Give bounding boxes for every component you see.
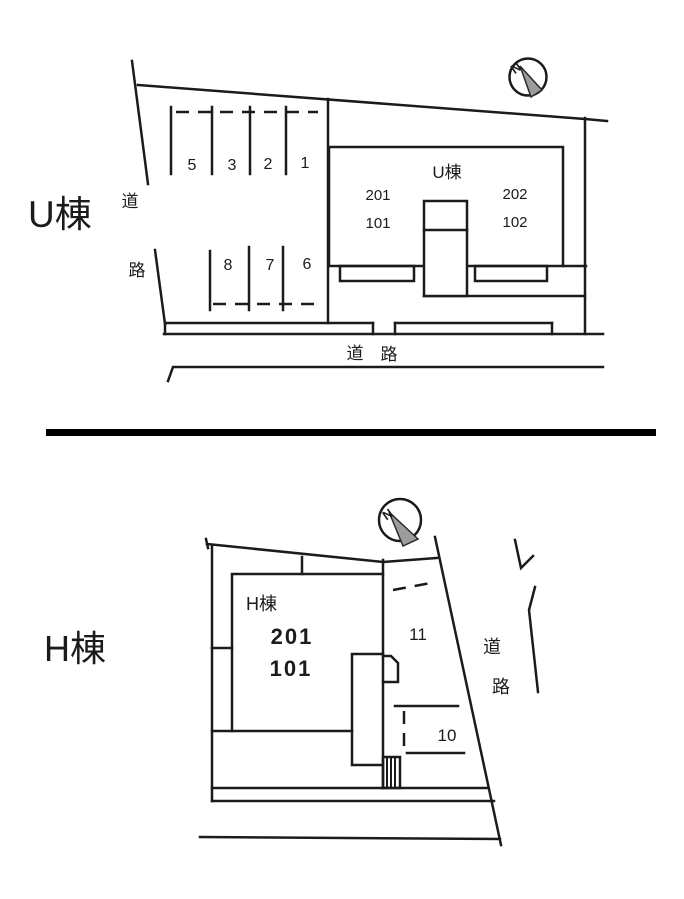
u-parking-space-label: 7 (266, 257, 275, 274)
u-parking-space-label: 8 (224, 257, 233, 274)
u-balcony-right (473, 264, 549, 283)
u-compass: N (508, 57, 548, 99)
h-parking-space-label: 11 (409, 625, 427, 644)
u-parking-space-label: 5 (188, 157, 197, 174)
h-parking-space-label: 10 (438, 726, 457, 745)
h-stairs (381, 755, 402, 790)
u-walkway-strip (163, 321, 554, 336)
u-road-bottom-char2: 路 (381, 345, 398, 364)
h-compass: N (377, 497, 423, 548)
u-stair-tower (422, 199, 469, 298)
u-parking-space-label: 2 (264, 156, 273, 173)
u-plan-title: U棟 (28, 194, 92, 235)
u-road-bottom-char1: 道 (347, 344, 364, 363)
h-unit-label-101: 101 (270, 656, 313, 681)
h-building-label: H棟 (246, 594, 277, 614)
u-parking-space-label: 6 (303, 256, 312, 273)
u-compass-needle (519, 65, 544, 99)
h-compass-needle (388, 511, 420, 548)
u-parking-space-label: 3 (228, 157, 237, 174)
h-stair-tower (350, 652, 385, 767)
u-road-left-char2: 路 (129, 261, 146, 280)
u-unit-label-201: 201 (365, 187, 390, 204)
u-building: U棟 201 101 202 102 (327, 145, 588, 298)
h-road-char1: 道 (483, 637, 501, 657)
u-unit-label-202: 202 (502, 186, 527, 203)
h-plan: H棟 H棟 201 101 (44, 497, 540, 847)
h-compass-circle (377, 497, 423, 543)
u-road-left-char1: 道 (122, 192, 139, 211)
h-right-boundary-slant (433, 535, 503, 847)
h-opposite-curb-mark (513, 538, 535, 571)
h-opposite-curb-line (527, 585, 540, 694)
u-parking-space-label: 1 (301, 155, 310, 172)
h-building-outline (230, 572, 385, 733)
u-unit-label-101: 101 (365, 215, 390, 232)
h-entrance-box (381, 654, 400, 684)
u-left-boundary-lower (153, 248, 167, 326)
h-unit-label-201: 201 (271, 624, 314, 649)
h-plan-title: H棟 (44, 628, 106, 669)
u-building-label: U棟 (432, 163, 461, 182)
u-parking-bottom: 8 7 6 (208, 245, 322, 312)
h-parking: 11 10 (392, 581, 466, 755)
u-compass-circle (508, 57, 548, 97)
h-parking-11-dashed-line (392, 581, 432, 592)
h-road-edge-line (198, 835, 502, 841)
u-parking-top: 5 3 2 1 (169, 105, 318, 176)
section-divider (46, 429, 656, 436)
h-building: H棟 201 101 (210, 555, 402, 790)
u-left-boundary-upper (130, 59, 150, 186)
u-unit-label-102: 102 (502, 214, 527, 231)
u-plan: U棟 5 3 2 1 8 7 6 (28, 57, 609, 383)
u-road-edge-line (166, 365, 605, 383)
h-road-char2: 路 (492, 677, 510, 697)
u-balcony-left (338, 264, 416, 283)
